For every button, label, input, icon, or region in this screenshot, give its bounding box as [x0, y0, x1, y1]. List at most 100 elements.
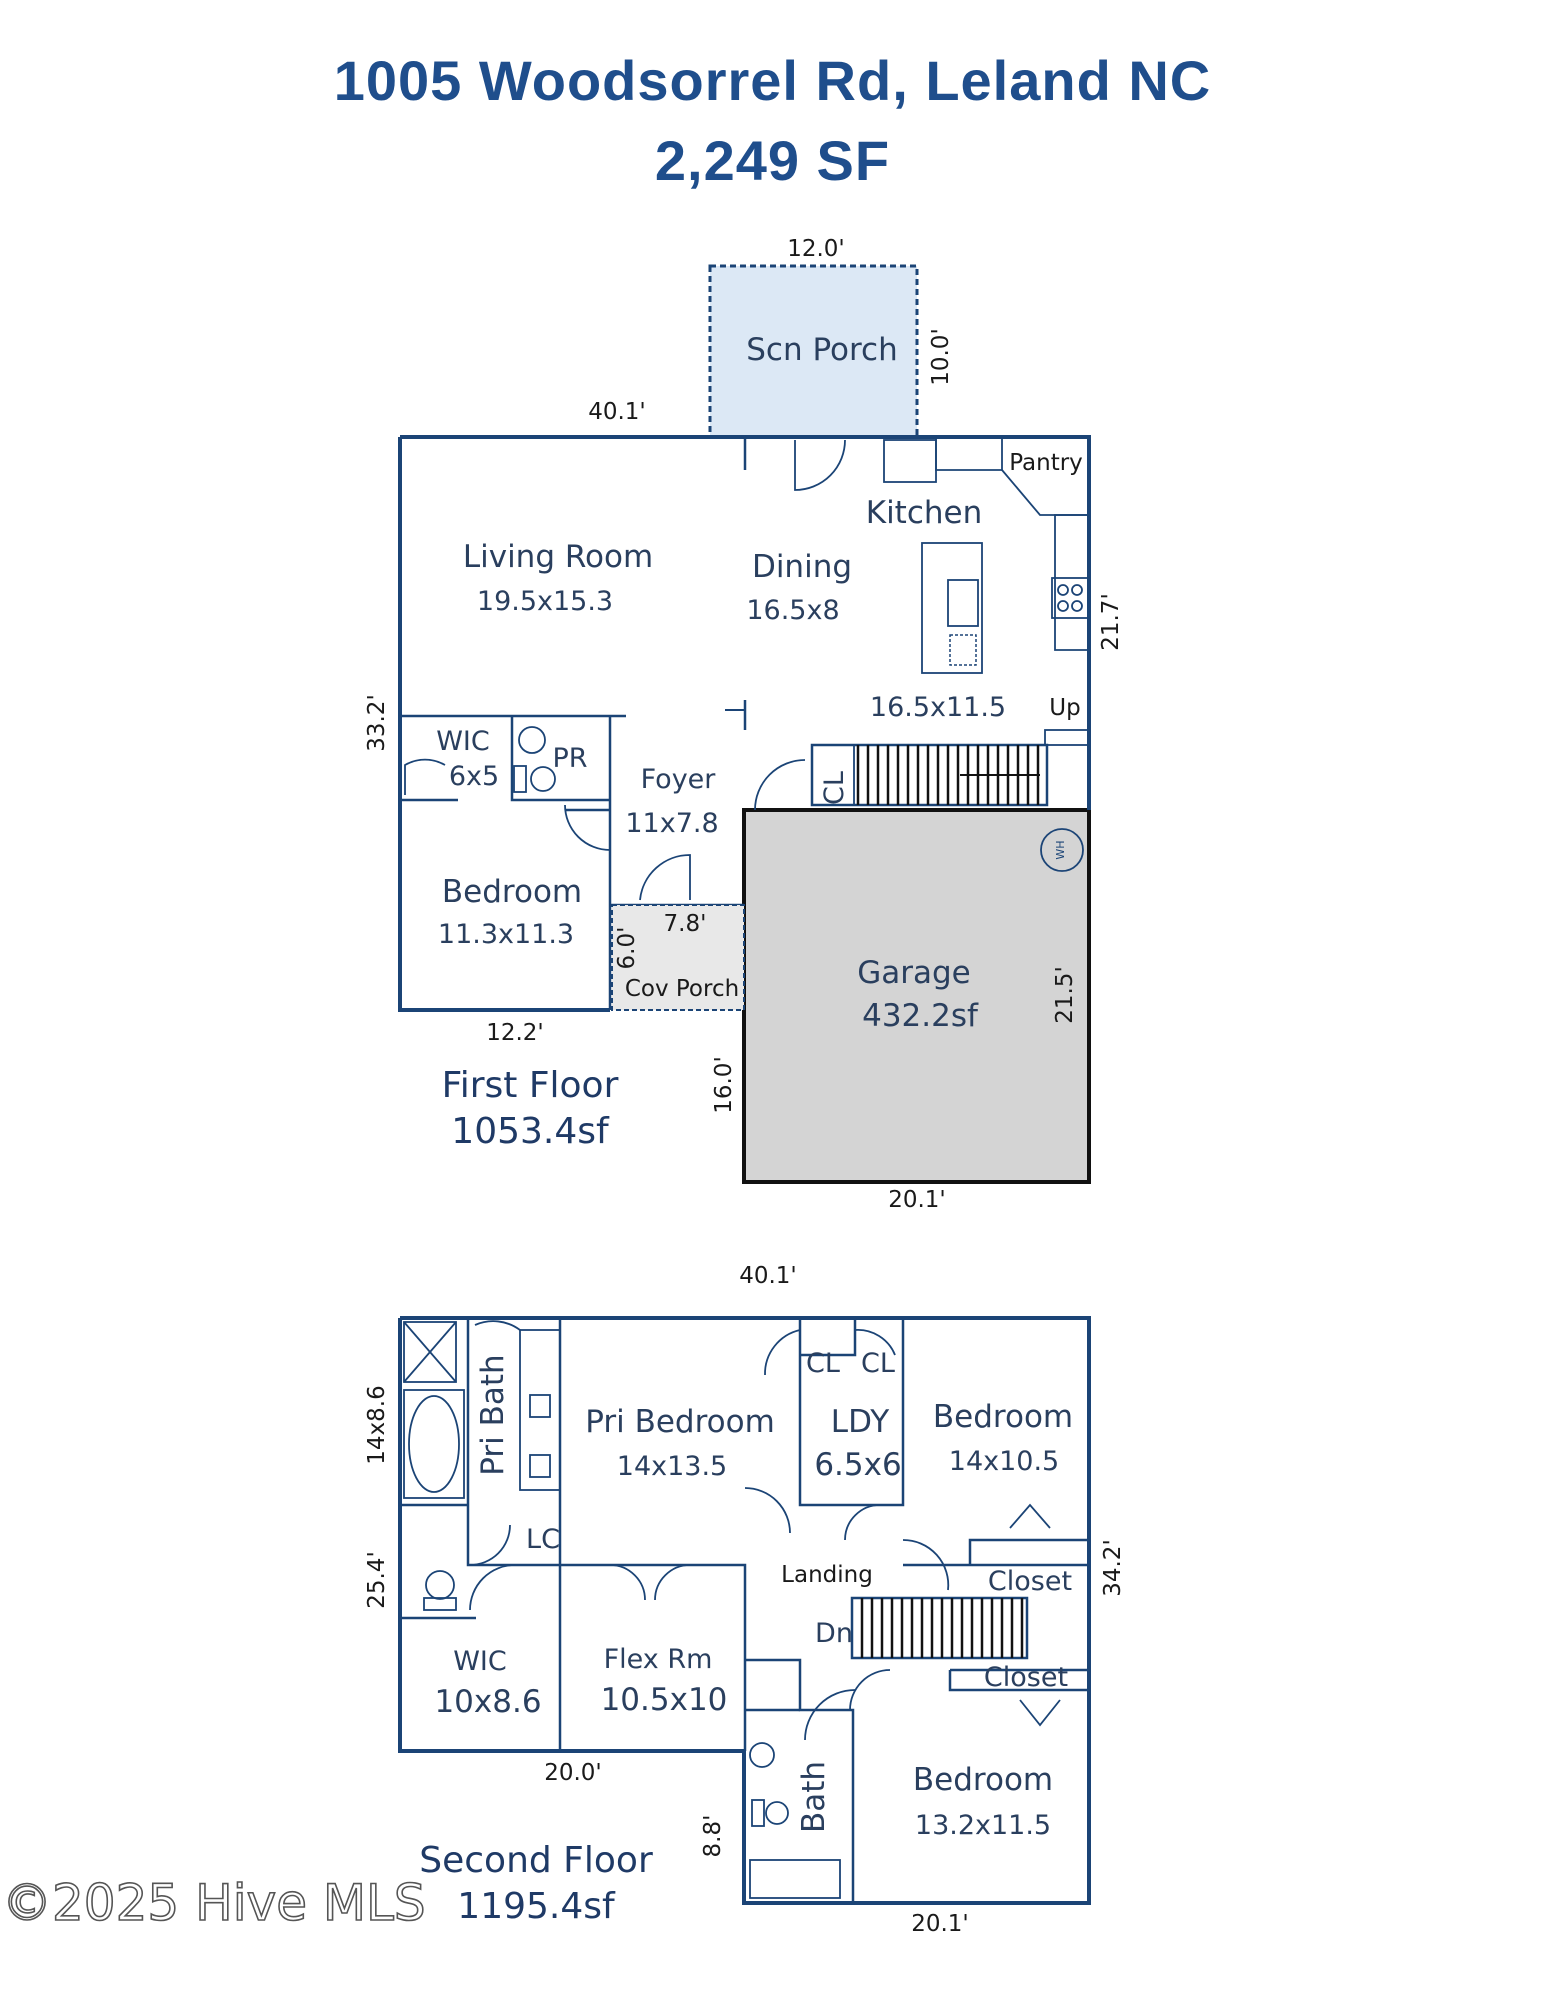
dim-cov-porch-width: 7.8': [664, 911, 707, 937]
dim-garage-right: 21.5': [1052, 966, 1078, 1024]
dim-porch-height: 10.0': [928, 328, 954, 386]
stairs-up-label: Up: [1049, 695, 1080, 721]
sink-double-icon: [947, 579, 979, 627]
second-floor-stairs: [850, 1596, 1029, 1660]
address-title: 1005 Woodsorrel Rd, Leland NC: [333, 49, 1212, 112]
closet-label-1: Closet: [988, 1566, 1072, 1597]
room-size-bedroom-3: 13.2x11.5: [915, 1810, 1051, 1841]
first-floor-exterior-wall-left: [398, 437, 610, 1012]
dim-cov-porch-height: 6.0': [614, 927, 640, 970]
room-size-bedroom: 11.3x11.3: [438, 919, 574, 950]
dim-garage-left: 16.0': [711, 1056, 737, 1114]
landing-label: Landing: [781, 1562, 873, 1588]
stair-landing: [1044, 729, 1090, 746]
dim-second-left: 25.4': [364, 1551, 390, 1609]
room-size-kitchen: 16.5x11.5: [870, 692, 1006, 723]
closet-label-cl-1: CL: [806, 1348, 840, 1379]
dim-bath-height: 8.8': [700, 1815, 726, 1858]
dim-first-top: 40.1': [588, 399, 646, 425]
dim-second-top: 40.1': [739, 1263, 797, 1289]
room-size-living: 19.5x15.3: [477, 586, 613, 617]
first-floor-label: First Floor: [442, 1065, 619, 1106]
range-icon: [1051, 577, 1089, 619]
wall-pr: [510, 716, 610, 802]
door-swing: [564, 804, 611, 851]
door-swing: [794, 439, 846, 491]
second-floor-exterior-wall: [398, 1316, 1091, 1905]
room-size-wic-2: 10x8.6: [434, 1684, 541, 1720]
first-floor-closet: [811, 744, 855, 806]
vanity-icon: [519, 1329, 561, 1491]
door-swing: [639, 854, 691, 901]
watermark: ©2025 Hive MLS: [2, 1874, 426, 1932]
room-label-kitchen: Kitchen: [866, 495, 983, 531]
water-heater-label: WH: [1054, 840, 1067, 859]
tub-icon: [403, 1389, 465, 1499]
shower-icon: [403, 1321, 457, 1383]
dim-first-left: 33.2': [364, 694, 390, 752]
room-label-bedroom: Bedroom: [442, 874, 582, 910]
dim-garage-width: 20.1': [888, 1187, 946, 1213]
room-label-bath: Bath: [796, 1761, 832, 1833]
kitchen-island: [921, 542, 983, 674]
door-swing: [754, 759, 806, 811]
total-square-footage: 2,249 SF: [654, 129, 891, 192]
room-label-dining: Dining: [752, 549, 852, 585]
second-floor-area: 1195.4sf: [457, 1886, 616, 1927]
first-floor-exterior-wall: [400, 435, 1091, 810]
water-heater-icon: [1040, 828, 1084, 872]
first-floor-plan: Scn Porch Living Room 19.5x15.3 Dining 1…: [364, 236, 1124, 1213]
dim-bedroom-width: 12.2': [486, 1020, 544, 1046]
room-label-bedroom-3: Bedroom: [913, 1762, 1053, 1798]
wall-closet1-box: [968, 1538, 1089, 1565]
pr-sink-icon: [518, 726, 546, 754]
room-size-wic: 6x5: [449, 761, 499, 792]
wall-ldy: [798, 1318, 905, 1507]
pr-toilet-tank-icon: [513, 765, 527, 793]
garage-area: [742, 808, 1091, 1184]
dim-first-right: 21.7': [1098, 593, 1124, 651]
room-label-pri-bedroom: Pri Bedroom: [585, 1404, 775, 1440]
dim-second-bottom-left: 20.0': [544, 1760, 602, 1786]
room-size-dining: 16.5x8: [746, 595, 839, 626]
stairs-down-label: Dn: [815, 1618, 853, 1649]
room-label-garage: Garage: [857, 955, 971, 991]
room-size-garage: 432.2sf: [862, 998, 979, 1034]
room-size-pri-bedroom: 14x13.5: [617, 1451, 727, 1482]
wall-closet2-box: [948, 1670, 1089, 1692]
closet-label-2: Closet: [984, 1662, 1068, 1693]
wall-flex-top: [560, 1563, 747, 1751]
kitchen-counter: [935, 437, 1003, 471]
room-label-cov-porch: Cov Porch: [625, 976, 739, 1002]
dim-second-right: 34.2': [1100, 1539, 1126, 1597]
closet-label-lc: LC: [526, 1524, 560, 1555]
wall-pri-bath: [466, 1318, 560, 1567]
bath-toilet-tank-icon: [751, 1799, 765, 1827]
dim-second-bottom-right: 20.1': [911, 1911, 969, 1937]
bath-tub-icon: [749, 1859, 841, 1899]
room-size-bedroom-2: 14x10.5: [949, 1446, 1059, 1477]
bath-toilet-icon: [765, 1801, 789, 1825]
closet-label-cl: CL: [819, 771, 850, 805]
room-label-pr: PR: [552, 743, 587, 774]
room-label-ldy: LDY: [831, 1404, 889, 1440]
room-label-scn-porch: Scn Porch: [746, 332, 898, 368]
dim-porch-width: 12.0': [787, 236, 845, 262]
room-size-flex: 10.5x10: [601, 1682, 728, 1718]
pantry-wall: [1001, 469, 1089, 516]
first-floor-area: 1053.4sf: [451, 1111, 610, 1152]
room-label-living: Living Room: [463, 539, 653, 575]
second-floor-plan: Pri Bath 14x8.6 Pri Bedroom 14x13.5 CL C…: [364, 1263, 1126, 1937]
room-label-wic: WIC: [436, 726, 490, 757]
room-label-pantry: Pantry: [1009, 450, 1083, 476]
range-counter: [1054, 514, 1089, 651]
room-label-wic-2: WIC: [453, 1646, 507, 1677]
room-label-flex: Flex Rm: [604, 1644, 713, 1675]
bath-sink-icon: [749, 1742, 775, 1768]
second-floor-label: Second Floor: [419, 1840, 653, 1881]
room-label-pri-bath: Pri Bath: [475, 1354, 511, 1475]
pr-toilet-icon: [530, 766, 556, 792]
toilet-icon: [425, 1570, 455, 1600]
room-label-bedroom-2: Bedroom: [933, 1399, 1073, 1435]
